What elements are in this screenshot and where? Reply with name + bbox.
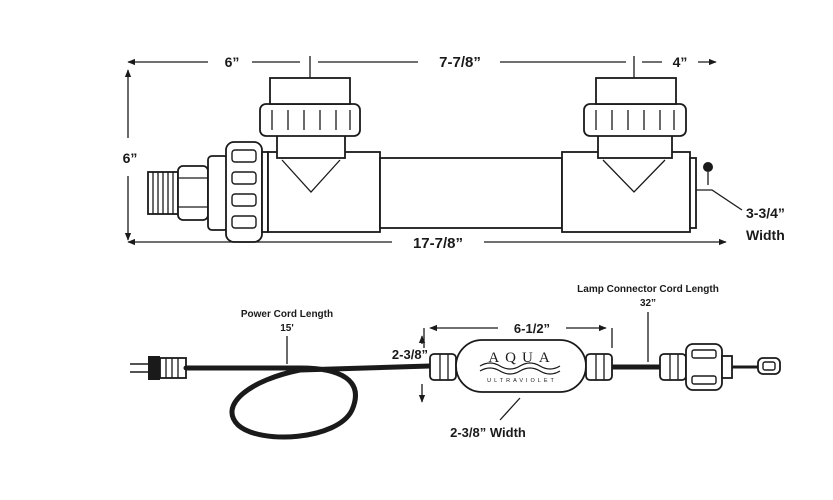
ground-screw-icon	[703, 162, 713, 172]
lamp-cord-length-label: Lamp Connector Cord Length	[577, 284, 719, 295]
ballast-height: 2-3/8”	[392, 347, 428, 362]
dim-left-length: 6”	[225, 54, 240, 70]
dim-width-word: Width	[746, 227, 785, 243]
brand-logo: AQUA	[488, 350, 555, 366]
quartz-tube-housing	[379, 157, 563, 229]
left-union-nut	[259, 77, 361, 137]
dim-total-length: 17-7/8”	[413, 235, 463, 252]
threaded-fitting	[147, 155, 229, 231]
power-plug	[130, 356, 187, 380]
dim-width-value: 3-3/4”	[746, 205, 785, 221]
ballast-unit: AQUA ULTRAVIOLET	[429, 339, 613, 393]
left-tee-housing	[267, 133, 381, 233]
ballast-width: 2-3/8” Width	[450, 425, 526, 440]
dim-middle-length: 7-7/8”	[439, 54, 481, 71]
right-union-nut	[583, 77, 687, 137]
power-cord	[183, 363, 433, 440]
uv-sterilizer-drawing	[147, 77, 713, 243]
lamp-connector	[659, 343, 781, 391]
water-wave-icon	[479, 362, 561, 370]
end-cap-nut	[225, 141, 269, 243]
power-cord-length-value: 15'	[280, 323, 294, 334]
lamp-cord-length-value: 32”	[640, 298, 656, 309]
dim-right-length: 4”	[673, 54, 688, 70]
right-tee-housing	[561, 133, 713, 233]
power-cord-length-label: Power Cord Length	[241, 309, 333, 320]
ballast-length: 6-1/2”	[514, 321, 550, 336]
ballast-dimension-lines	[286, 312, 649, 421]
dim-height: 6”	[123, 150, 138, 166]
brand-subtitle: ULTRAVIOLET	[487, 378, 557, 384]
top-dimension-lines	[124, 56, 743, 246]
